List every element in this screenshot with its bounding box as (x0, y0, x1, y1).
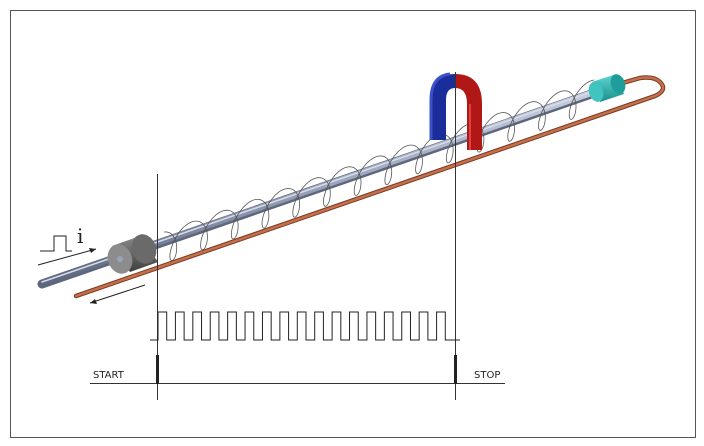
magnet (429, 72, 482, 150)
start-tick (156, 355, 159, 384)
pulse-train (150, 311, 460, 341)
current-label: i (77, 224, 83, 248)
frame-border (10, 10, 696, 438)
stop-tick (454, 355, 457, 384)
current-pulse-icon (40, 235, 72, 252)
return-arrow-icon (89, 284, 146, 304)
start-label: START (93, 370, 125, 381)
sensor-head (107, 234, 158, 274)
helix-coil (163, 79, 595, 261)
end-cap (588, 74, 626, 102)
current-arrow-icon (37, 248, 97, 266)
stop-label: STOP (474, 370, 500, 381)
return-wire (73, 75, 666, 299)
